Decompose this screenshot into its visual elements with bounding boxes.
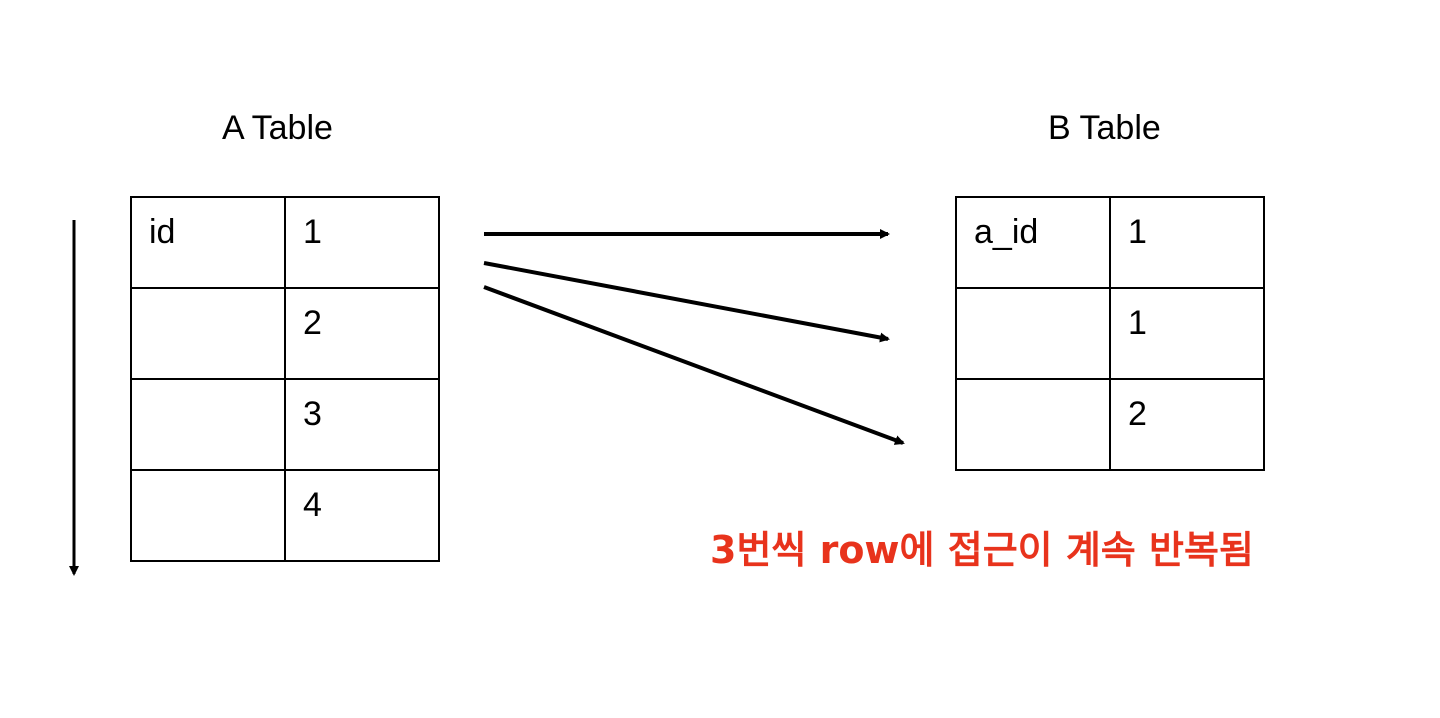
table-row: 2 xyxy=(130,287,440,380)
join-arrow-3 xyxy=(483,285,905,445)
table-cell xyxy=(130,287,286,380)
table-cell: 1 xyxy=(1109,196,1265,289)
table-row: a_id 1 xyxy=(955,196,1265,289)
table-b: a_id 1 1 2 xyxy=(955,196,1265,471)
table-cell: id xyxy=(130,196,286,289)
table-cell: 2 xyxy=(284,287,440,380)
table-a-title: A Table xyxy=(222,109,333,147)
table-cell xyxy=(955,287,1111,380)
table-cell: 1 xyxy=(1109,287,1265,380)
table-cell xyxy=(130,378,286,471)
table-cell: a_id xyxy=(955,196,1111,289)
table-b-title: B Table xyxy=(1048,109,1161,147)
table-cell: 2 xyxy=(1109,378,1265,471)
join-arrow-2 xyxy=(483,261,890,343)
table-row: 4 xyxy=(130,469,440,562)
table-row: 1 xyxy=(955,287,1265,380)
table-a: id 1 2 3 4 xyxy=(130,196,440,562)
table-cell xyxy=(130,469,286,562)
table-row: id 1 xyxy=(130,196,440,289)
table-cell: 1 xyxy=(284,196,440,289)
repeat-access-caption: 3번씩 row에 접근이 계속 반복됨 xyxy=(710,528,1254,572)
table-cell xyxy=(955,378,1111,471)
table-cell: 4 xyxy=(284,469,440,562)
table-cell: 3 xyxy=(284,378,440,471)
table-row: 3 xyxy=(130,378,440,471)
table-row: 2 xyxy=(955,378,1265,471)
